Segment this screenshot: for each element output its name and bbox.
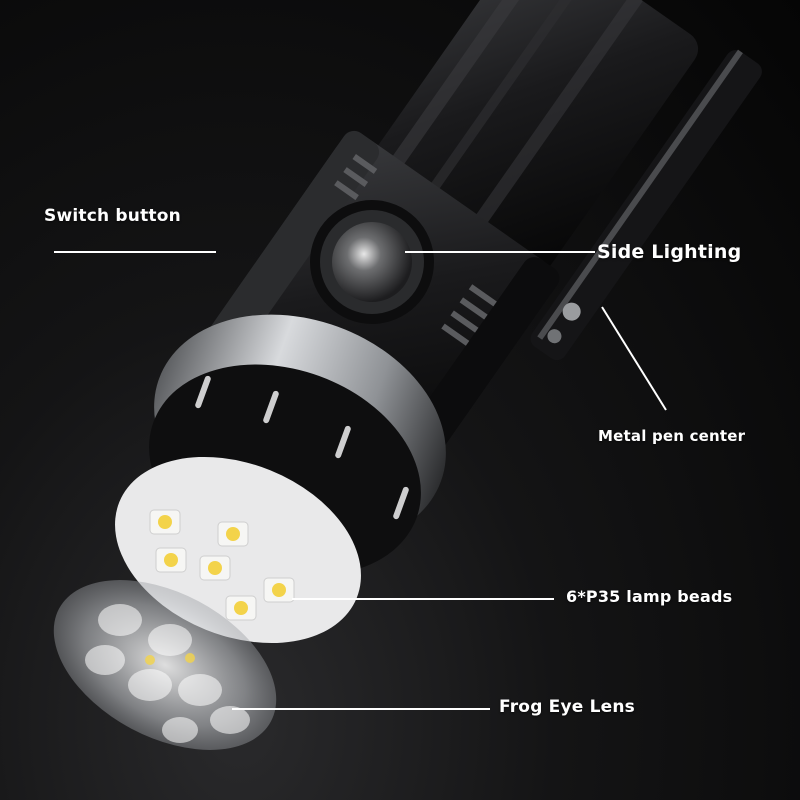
side-lighting-leader <box>405 251 595 253</box>
side-lighting-label: Side Lighting <box>597 241 742 263</box>
flashlight-barrel <box>368 0 699 284</box>
switch-button-leader <box>54 251 216 253</box>
led-beads <box>149 509 295 621</box>
switch-button-label: Switch button <box>44 206 181 226</box>
frog-eye-lens <box>53 580 277 750</box>
frog-eye-lens-label: Frog Eye Lens <box>499 697 636 717</box>
frog-eye-leader <box>232 708 490 710</box>
side-light-icon <box>332 222 412 302</box>
lamp-beads-leader <box>292 598 554 600</box>
lamp-beads-label: 6*P35 lamp beads <box>566 587 733 606</box>
pen-clip <box>530 49 762 361</box>
metal-pen-center-label: Metal pen center <box>598 427 746 445</box>
